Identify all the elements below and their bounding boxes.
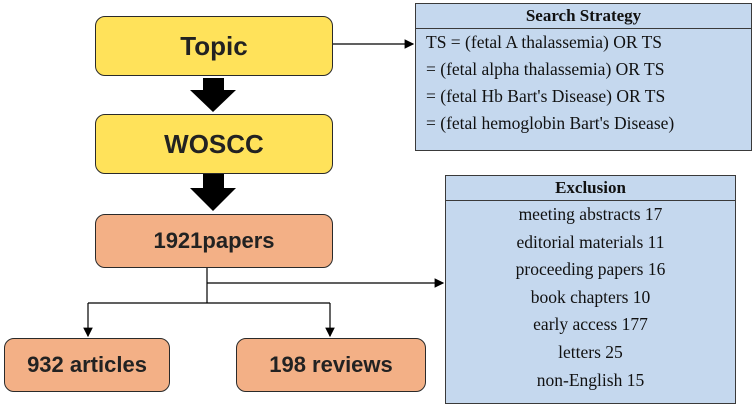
- articles-box: 932 articles: [4, 338, 170, 392]
- papers-box: 1921papers: [95, 214, 333, 268]
- exclusion-title: Exclusion: [446, 176, 735, 201]
- search-strategy-line-2: = (fetal alpha thalassemia) OR TS: [426, 59, 665, 79]
- reviews-label: 198 reviews: [269, 352, 393, 377]
- search-strategy-title: Search Strategy: [416, 4, 751, 29]
- exclusion-line-2: editorial materials 11: [516, 231, 665, 252]
- exclusion-line-4: book chapters 10: [530, 286, 651, 307]
- woscc-box: WOSCC: [95, 114, 333, 174]
- exclusion-line-5: early access 177: [533, 314, 648, 335]
- topic-box: Topic: [95, 16, 333, 76]
- papers-label: 1921papers: [153, 228, 275, 253]
- woscc-label: WOSCC: [164, 128, 264, 159]
- search-strategy-panel: Search Strategy TS = (fetal A thalassemi…: [415, 3, 752, 151]
- topic-label: Topic: [180, 30, 248, 61]
- exclusion-line-6: letters 25: [558, 341, 623, 362]
- search-strategy-line-3: = (fetal Hb Bart's Disease) OR TS: [426, 86, 666, 106]
- exclusion-line-7: non-English 15: [536, 369, 645, 390]
- search-strategy-line-4: = (fetal hemoglobin Bart's Disease): [426, 113, 675, 133]
- search-strategy-line-1: TS = (fetal A thalassemia) OR TS: [426, 32, 663, 52]
- exclusion-panel: Exclusion meeting abstracts 17 editorial…: [445, 175, 736, 404]
- reviews-box: 198 reviews: [236, 338, 426, 392]
- topic-to-woscc-arrow: [190, 78, 236, 112]
- exclusion-line-3: proceeding papers 16: [515, 259, 666, 280]
- articles-label: 932 articles: [27, 352, 147, 377]
- exclusion-line-1: meeting abstracts 17: [518, 204, 663, 224]
- woscc-to-papers-arrow: [190, 174, 236, 211]
